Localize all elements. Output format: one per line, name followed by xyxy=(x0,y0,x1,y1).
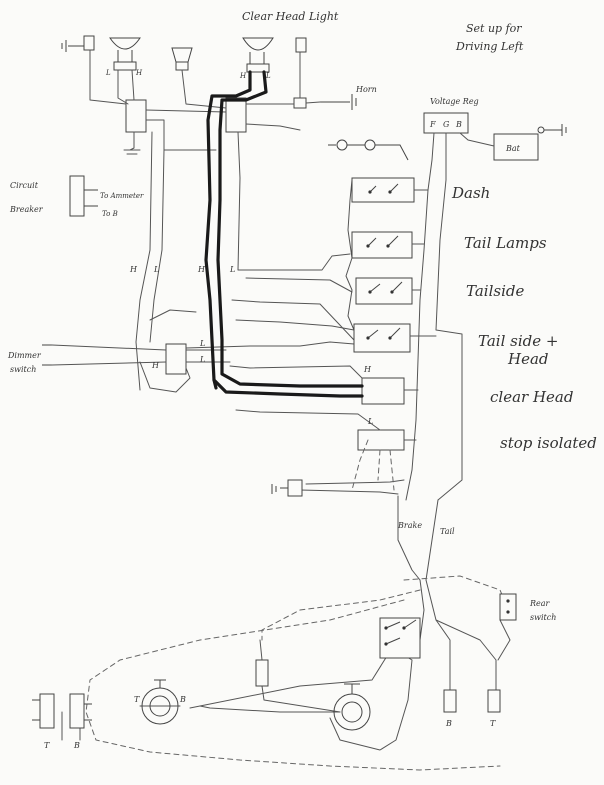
svg-text:L: L xyxy=(105,69,111,77)
rear-b-lamp: B xyxy=(443,689,457,728)
breaker-term-ammeter: To Ammeter xyxy=(100,192,144,200)
rear-switch-line1: Rear xyxy=(529,599,551,608)
dash-switch xyxy=(351,177,415,203)
thin-wiring xyxy=(51,49,511,751)
note-line-1: Set up for xyxy=(466,22,522,35)
switch-row-head: Head xyxy=(507,350,549,368)
tail-head-switch xyxy=(353,323,411,353)
rear-t-label: T xyxy=(490,719,496,728)
note-line-2: Driving Left xyxy=(455,40,524,53)
switch-row-dash: Dash xyxy=(451,184,490,202)
switch-row-tail-side-plus: Tail side + xyxy=(478,332,558,350)
wire-label-h-switch: H xyxy=(363,365,372,374)
wire-label-h-left: H xyxy=(129,265,138,274)
svg-text:L: L xyxy=(265,72,271,80)
switch-row-tailside: Tailside xyxy=(466,282,524,300)
clear-headlamp: H L xyxy=(239,37,274,80)
left-parking-lamp xyxy=(61,35,95,52)
horn-label: Horn xyxy=(355,85,377,94)
main-switch-l-block xyxy=(357,429,405,451)
switch-row-clear-head: clear Head xyxy=(490,388,573,406)
inline-fuse xyxy=(255,659,269,687)
reg-terminal-f: F xyxy=(429,120,436,129)
far-left-b: B xyxy=(73,741,80,750)
wire-label-l-center: L xyxy=(229,265,235,274)
battery: Bat xyxy=(493,124,567,161)
far-left-lamps: T B xyxy=(32,693,92,750)
breaker-term-b: To B xyxy=(102,210,118,218)
diagram-title: Clear Head Light xyxy=(242,10,339,23)
dimmer-junction-block xyxy=(165,343,187,375)
heavy-harness xyxy=(204,70,364,398)
dash-lamps xyxy=(328,139,409,161)
dimmer-line2: switch xyxy=(10,365,36,374)
voltage-regulator: Voltage Reg F G B xyxy=(423,97,479,134)
reg-terminal-g: G xyxy=(443,120,450,129)
lower-lamp-t: T xyxy=(134,695,140,704)
circuit-breaker: Circuit Breaker To Ammeter To B xyxy=(9,175,144,218)
wire-label-l-dimmer-low: L xyxy=(199,355,205,364)
wire-label-l-switch: L xyxy=(367,417,373,426)
rear-switch: Rear switch xyxy=(499,593,556,622)
circuit-breaker-line2: Breaker xyxy=(9,205,44,214)
dashed-rear-harness xyxy=(85,439,507,771)
wire-label-h-dimmer: H xyxy=(151,361,160,370)
stop-switch xyxy=(287,479,303,497)
center-junction-block xyxy=(225,97,247,133)
left-headlamp: L H xyxy=(105,37,143,77)
svg-text:H: H xyxy=(135,69,143,77)
dimmer-line1: Dimmer xyxy=(7,351,42,360)
far-left-t: T xyxy=(44,741,50,750)
dimmer-switch: Dimmer switch xyxy=(7,344,52,374)
wire-label-h-center: H xyxy=(197,265,206,274)
lower-left-lamp: T B xyxy=(134,679,186,725)
reg-terminal-b: B xyxy=(455,120,462,129)
rear-t-lamp: T xyxy=(487,689,501,728)
horn-symbol: Horn xyxy=(293,85,377,110)
wire-label-l-left: L xyxy=(153,265,159,274)
battery-label: Bat xyxy=(505,144,521,153)
right-parking-lamp xyxy=(295,37,307,53)
circuit-breaker-line1: Circuit xyxy=(10,181,39,190)
voltage-reg-label: Voltage Reg xyxy=(430,97,479,106)
rear-switch-cluster xyxy=(379,617,421,659)
switch-row-tail-lamps: Tail Lamps xyxy=(464,234,547,252)
wire-label-tail: Tail xyxy=(440,527,455,536)
main-switch-h-block xyxy=(361,377,405,405)
center-marker-lamp xyxy=(171,47,193,71)
tailside-switch xyxy=(355,277,413,305)
left-junction-block xyxy=(125,99,147,133)
rear-b-label: B xyxy=(445,719,452,728)
lower-lamp-b: B xyxy=(179,695,186,704)
tail-lamps-switch xyxy=(351,231,413,259)
lower-center-lamp xyxy=(333,683,371,731)
switch-row-stop-isolated: stop isolated xyxy=(500,434,597,452)
wire-label-l-dimmer: L xyxy=(199,339,205,348)
rear-switch-line2: switch xyxy=(530,613,556,622)
wire-label-brake: Brake xyxy=(397,521,422,530)
svg-text:H: H xyxy=(239,72,247,80)
